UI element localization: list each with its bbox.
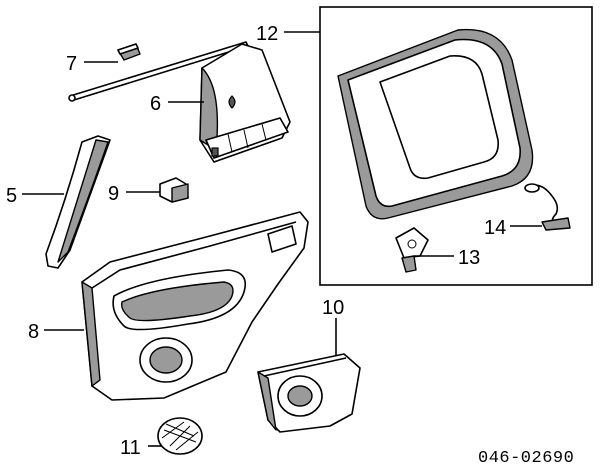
part-13-clip (395, 227, 429, 273)
callout-11: 11 (120, 437, 141, 459)
callout-14: 14 (484, 217, 506, 239)
part-10-speaker-bracket (257, 353, 361, 433)
part-12-quarter-glass (337, 28, 534, 220)
part-5-pillar-trim (45, 135, 111, 269)
part-6-pillar-trim (199, 43, 291, 163)
part-8-quarter-panel (81, 211, 309, 401)
callout-13: 13 (458, 247, 480, 269)
callout-6: 6 (150, 93, 161, 115)
leader-lines (22, 31, 542, 447)
callout-10: 10 (322, 297, 344, 319)
part-9-bracket (159, 177, 189, 203)
callout-8: 8 (28, 321, 39, 343)
reference-code: 046-02690 (478, 449, 574, 468)
callout-9: 9 (108, 183, 119, 205)
part-14-clip (524, 183, 571, 231)
part-11-speaker-grille (157, 417, 203, 455)
callout-12: 12 (256, 23, 278, 45)
inset-box (319, 6, 593, 286)
callout-7: 7 (66, 53, 77, 75)
callout-5: 5 (6, 185, 17, 207)
